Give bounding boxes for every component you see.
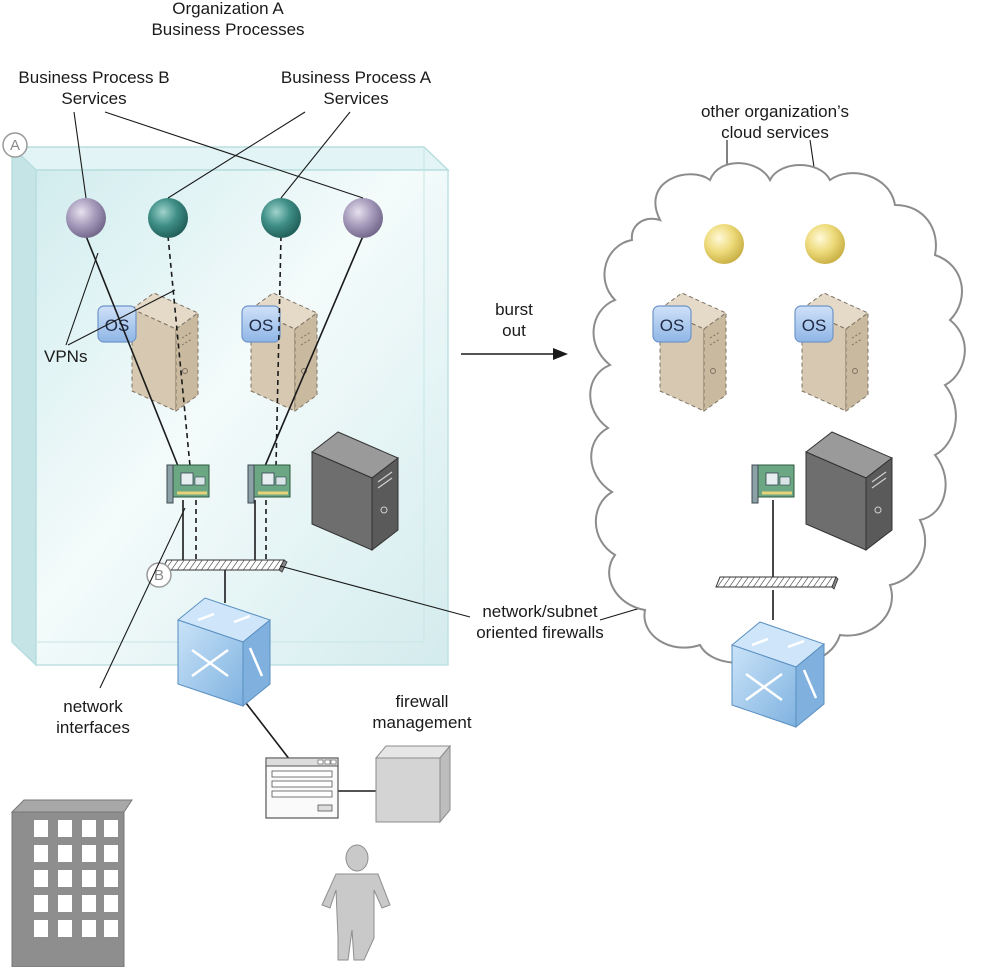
network-interfaces-label-line1: network xyxy=(63,697,123,716)
firewall-cloud xyxy=(715,576,839,590)
other-cloud-service-2 xyxy=(805,224,845,264)
svg-text:OS: OS xyxy=(105,316,130,335)
firewall-management-label-line2: management xyxy=(372,713,472,732)
marker-a: A xyxy=(2,132,28,158)
bp-b-label-line1: Business Process B xyxy=(18,68,169,87)
service-b-sphere-1 xyxy=(66,198,106,238)
organization-building-icon xyxy=(10,799,133,967)
service-a-sphere-1 xyxy=(148,198,188,238)
svg-text:OS: OS xyxy=(660,316,685,335)
cloud-environment xyxy=(589,162,966,664)
organization-a-enclosure xyxy=(10,145,450,667)
network-interface-card-2 xyxy=(246,463,292,505)
network-switch-cloud xyxy=(730,621,826,729)
network-interface-card-cloud xyxy=(750,463,796,505)
network-switch-left xyxy=(176,597,272,708)
svg-text:B: B xyxy=(154,567,164,584)
burst-label-line1: burst xyxy=(495,300,533,319)
burst-label-line2: out xyxy=(502,321,526,340)
bp-b-label-line2: Services xyxy=(61,89,126,108)
other-services-label-line2: cloud services xyxy=(721,123,829,142)
bp-a-label-line1: Business Process A xyxy=(281,68,432,87)
org-title-line1: Organization A xyxy=(172,0,284,18)
svg-text:A: A xyxy=(10,137,20,154)
network-interfaces-label-line2: interfaces xyxy=(56,718,130,737)
os-badge-cloud-1: OS xyxy=(652,305,692,343)
other-services-label-line1: other organization’s xyxy=(701,102,849,121)
virtual-server-1 xyxy=(131,292,199,412)
svg-text:OS: OS xyxy=(249,316,274,335)
svg-text:OS: OS xyxy=(802,316,827,335)
os-badge-2: OS xyxy=(241,305,281,343)
management-server xyxy=(374,744,452,824)
firewall-management-console xyxy=(265,757,339,819)
os-badge-cloud-2: OS xyxy=(794,305,834,343)
service-b-sphere-2 xyxy=(343,198,383,238)
service-a-sphere-2 xyxy=(261,198,301,238)
firewall-management-label-line1: firewall xyxy=(396,692,449,711)
administrator-person-icon xyxy=(321,844,391,961)
firewalls-label-line2: oriented firewalls xyxy=(476,623,604,642)
firewalls-label-line1: network/subnet xyxy=(482,602,598,621)
marker-b: B xyxy=(146,562,172,588)
network-interface-card-1 xyxy=(165,463,211,505)
bp-a-label-line2: Services xyxy=(323,89,388,108)
other-cloud-service-1 xyxy=(704,224,744,264)
burst-out-arrow xyxy=(461,348,568,360)
org-title-line2: Business Processes xyxy=(151,20,304,39)
vpns-label: VPNs xyxy=(44,347,87,366)
firewall-left xyxy=(161,559,288,573)
